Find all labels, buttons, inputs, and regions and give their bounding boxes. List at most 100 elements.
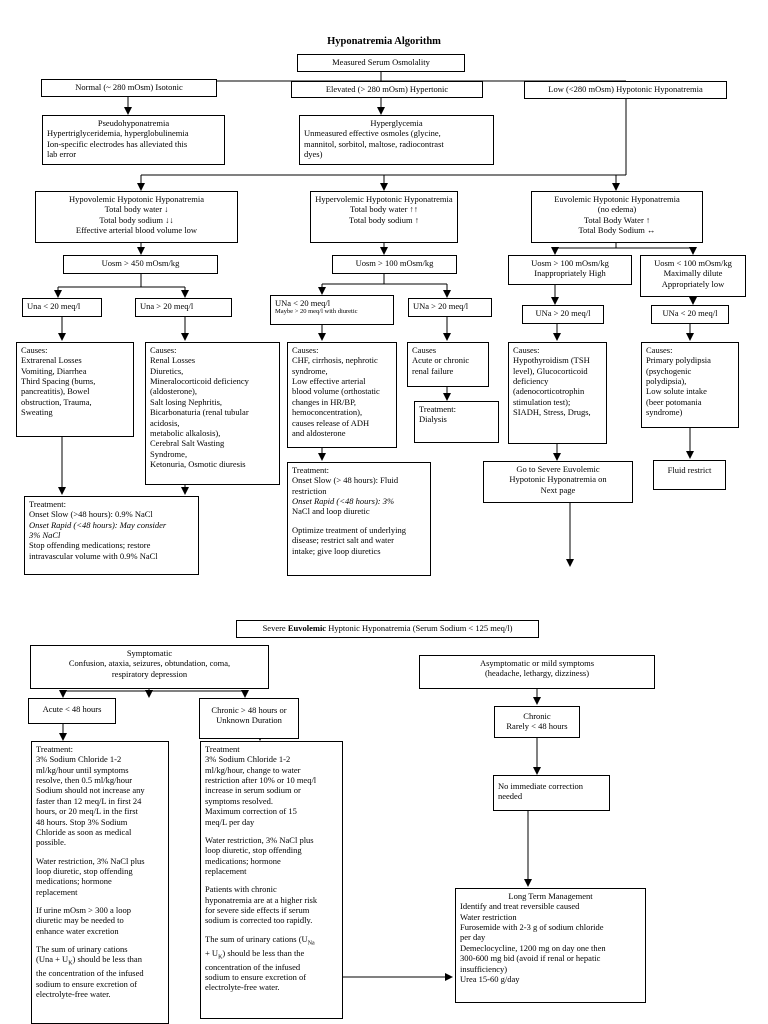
- hypervolemic-una-low-note: Maybe > 20 meq/l with diuretic: [275, 308, 358, 316]
- euvolemic-node: Euvolemic Hypotonic Hyponatremia (no ede…: [531, 191, 703, 243]
- causes-line: Bicarbonaturia (renal tubular: [150, 407, 249, 418]
- chronic-unknown-line: Unknown Duration: [216, 715, 282, 726]
- causes-line: (psychogenic: [646, 365, 692, 376]
- euvolemic-causes-polydipsia: Causes: Primary polydipsia (psychogenic …: [641, 342, 739, 428]
- treatment-line: replacement: [205, 865, 247, 876]
- causes-line: (adenocorticotrophin: [513, 386, 585, 397]
- root-label: Measured Serum Osmolality: [332, 57, 430, 67]
- treatment-line: The sum of urinary cations (UNa: [205, 934, 338, 948]
- euvolemic-uosm-low-line: Maximally dilute: [663, 268, 723, 279]
- chronic-treatment: Treatment 3% Sodium Chloride 1-2 ml/kg/h…: [200, 741, 343, 1019]
- treatment-line: restriction: [292, 485, 327, 496]
- long-term-line: Identify and treat reversible caused: [460, 901, 580, 912]
- treatment-line: medications; hormone: [205, 855, 281, 866]
- causes-line: causes release of ADH: [292, 417, 370, 428]
- no-correction-line: needed: [498, 791, 523, 802]
- acute-label: Acute < 48 hours: [42, 704, 102, 714]
- hypervolemic-treatment: Treatment: Onset Slow (> 48 hours): Flui…: [287, 462, 431, 576]
- euvolemic-uosm-high-node: Uosm > 100 mOsm/kg Inappropriately High: [508, 255, 632, 285]
- causes-line: CHF, cirrhosis, nephrotic: [292, 355, 378, 366]
- hypotonic-node: Low (<280 mOsm) Hypotonic Hyponatremia: [524, 81, 727, 99]
- euvolemic-uosm-low-line: Uosm < 100 mOsm/kg: [654, 258, 732, 268]
- pseudo-line: Hypertriglyceridemia, hyperglobulinemia: [47, 128, 189, 139]
- causes-line: Causes:: [150, 345, 177, 355]
- causes-line: Primary polydipsia: [646, 355, 711, 366]
- treatment-line: Dialysis: [419, 414, 447, 425]
- causes-line: changes in HR/BP,: [292, 396, 356, 407]
- hypervolemic-line: Hypervolemic Hypotonic Hyponatremia: [315, 194, 453, 204]
- treatment-text: ) should be less than: [72, 954, 142, 965]
- treatment-line: faster than 12 meq/L in first 24: [36, 795, 142, 806]
- acute-node: Acute < 48 hours: [28, 698, 116, 724]
- pseudo-line: Ion-specific electrodes has alleviated t…: [47, 138, 188, 149]
- hyperglycemia-title: Hyperglycemia: [370, 118, 423, 128]
- causes-line: Third Spacing (burns,: [21, 376, 96, 387]
- euvolemic-line: Total Body Sodium ↔: [578, 225, 656, 236]
- long-term-line: Demeclocycline, 1200 mg on day one then: [460, 942, 606, 953]
- hypovolemic-causes-extrarenal: Causes: Extrarenal Losses Vomiting, Diar…: [16, 342, 134, 437]
- treatment-line: Treatment: [205, 744, 240, 754]
- causes-line: Causes:: [21, 345, 48, 355]
- treatment-line: medications; hormone: [36, 876, 112, 887]
- euvolemic-una-low-label: UNa < 20 meq/l: [662, 308, 718, 318]
- treatment-line: Onset Rapid (<48 hours): May consider: [29, 519, 167, 530]
- long-term-line: per day: [460, 932, 486, 943]
- hypovolemic-line: Total body water ↓: [104, 204, 169, 215]
- hypovolemic-una-high-label: Una > 20 meq/l: [140, 301, 194, 311]
- treatment-line: Optimize treatment of underlying: [292, 524, 407, 535]
- euvolemic-causes-siadh: Causes: Hypothyroidism (TSH level), Gluc…: [508, 342, 607, 444]
- treatment-line: ml/kg/hour, change to water: [205, 764, 301, 775]
- treatment-line: If urine mOsm > 300 a loop: [36, 905, 131, 916]
- causes-line: obstruction, Trauma,: [21, 396, 92, 407]
- chronic-unknown-line: Chronic > 48 hours or: [211, 705, 287, 715]
- treatment-line: intravascular volume with 0.9% NaCl: [29, 550, 158, 561]
- long-term-line: Water restriction: [460, 911, 517, 922]
- causes-line: deficiency: [513, 376, 549, 387]
- treatment-line: intake; give loop diuretics: [292, 545, 381, 556]
- hypovolemic-line: Hypovolemic Hypotonic Hyponatremia: [68, 194, 205, 204]
- chronic-line: Rarely < 48 hours: [506, 721, 568, 732]
- causes-line: metabolic alkalosis),: [150, 427, 221, 438]
- long-term-line: insufficiency): [460, 963, 508, 974]
- causes-line: Cerebral Salt Wasting: [150, 438, 225, 449]
- no-correction-node: No immediate correction needed: [493, 775, 610, 811]
- hypervolemic-line: Total body water ↑↑: [349, 204, 419, 215]
- treatment-line: Sodium should not increase any: [36, 785, 145, 796]
- treatment-line: 3% Sodium Chloride 1-2: [36, 754, 122, 765]
- pseudo-title: Pseudohyponatremia: [97, 118, 170, 128]
- causes-line: Acute or chronic: [412, 355, 470, 366]
- causes-line: Renal Losses: [150, 355, 196, 366]
- treatment-line: Onset Slow (> 48 hours): Fluid: [292, 475, 399, 486]
- hypervolemic-una-high-label: UNa > 20 meq/l: [413, 301, 469, 311]
- euvolemic-uosm-high-line: Inappropriately High: [534, 268, 606, 279]
- hypervolemic-causes-chf: Causes: CHF, cirrhosis, nephrotic syndro…: [287, 342, 397, 448]
- hypovolemic-uosm-node: Uosm > 450 mOsm/kg: [63, 255, 218, 274]
- treatment-line: Treatment:: [292, 465, 329, 475]
- euvolemic-line: Total Body Water ↑: [583, 214, 651, 225]
- causes-line: SIADH, Stress, Drugs,: [513, 407, 591, 418]
- hypovolemic-uosm-label: Uosm > 450 mOsm/kg: [101, 258, 180, 268]
- treatment-line: electrolyte-free water.: [36, 989, 111, 1000]
- treatment-line: Treatment:: [36, 744, 73, 754]
- hypovolemic-node: Hypovolemic Hypotonic Hyponatremia Total…: [35, 191, 238, 243]
- hypertonic-node: Elevated (> 280 mOsm) Hypertonic: [291, 81, 483, 98]
- euvolemic-uosm-high-line: Uosm > 100 mOsm/kg: [531, 258, 609, 268]
- treatment-sub: K: [68, 961, 73, 968]
- causes-line: Mineralocorticoid deficiency: [150, 376, 249, 387]
- euvolemic-line: (no edema): [597, 204, 637, 215]
- causes-line: Extrarenal Losses: [21, 355, 82, 366]
- goto-line: Hypotonic Hyponatremia on: [509, 474, 607, 485]
- treatment-line: increase in serum sodium or: [205, 785, 301, 796]
- hypervolemic-line: Total body sodium ↑: [348, 214, 419, 225]
- fluid-restrict-label: Fluid restrict: [667, 465, 712, 475]
- treatment-line: hours, or 20 meq/L in the first: [36, 806, 138, 817]
- treatment-line: hyponatremia are at a higher risk: [205, 894, 318, 905]
- treatment-line: Treatment:: [29, 499, 66, 509]
- causes-line: (beer potomania: [646, 396, 702, 407]
- treatment-line: Water restriction, 3% NaCl plus: [205, 834, 314, 845]
- symptomatic-line: Confusion, ataxia, seizures, obtundation…: [68, 658, 231, 669]
- severe-title-pre: Severe: [262, 623, 288, 633]
- causes-line: Vomiting, Diarrhea: [21, 365, 87, 376]
- severe-title-node: Severe Euvolemic Hyptonic Hyponatremia (…: [236, 620, 539, 638]
- chronic-node: Chronic Rarely < 48 hours: [494, 706, 580, 738]
